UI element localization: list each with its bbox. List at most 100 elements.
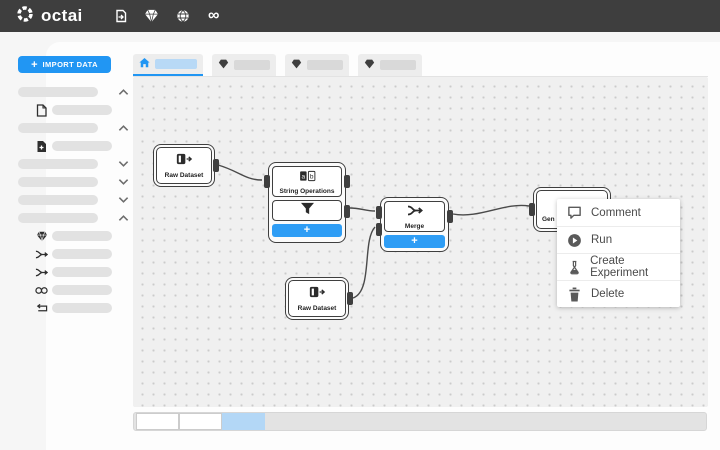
menu-item-label: Run <box>591 234 613 246</box>
sidebar-group-header[interactable] <box>18 155 130 173</box>
output-port[interactable] <box>344 205 350 218</box>
link-icon <box>35 283 48 297</box>
scrollbar-segment[interactable] <box>136 413 179 430</box>
add-operation-button[interactable]: + <box>384 235 445 248</box>
gem-icon <box>291 56 302 74</box>
output-port[interactable] <box>213 159 219 172</box>
skeleton-bar <box>18 87 98 97</box>
skeleton-bar <box>18 177 98 187</box>
skeleton-bar <box>52 267 112 277</box>
chevron-up-icon[interactable] <box>117 86 130 99</box>
skeleton-bar <box>52 249 112 259</box>
brand[interactable]: octai <box>16 5 83 28</box>
skeleton-bar <box>52 231 112 241</box>
chevron-down-icon[interactable] <box>117 176 130 189</box>
node-merge[interactable]: Merge + <box>376 197 453 252</box>
node-body: Raw Dataset <box>156 147 212 184</box>
gem-icon[interactable] <box>144 8 160 24</box>
infinity-icon[interactable]: ∞ <box>207 7 220 24</box>
node-label: Merge <box>404 222 425 230</box>
svg-text:a: a <box>301 173 305 180</box>
context-menu: Comment Run Create Experiment Delete <box>557 199 680 307</box>
merge-icon <box>35 247 48 261</box>
card-merge[interactable]: Merge <box>384 201 445 233</box>
merge-icon <box>406 204 424 222</box>
input-port[interactable] <box>529 203 535 216</box>
chevron-up-icon[interactable] <box>117 212 130 225</box>
skeleton-bar <box>18 195 98 205</box>
output-port[interactable] <box>344 175 350 188</box>
sidebar-group-header[interactable] <box>18 119 130 137</box>
input-port[interactable] <box>376 223 382 236</box>
card-filter[interactable] <box>272 200 342 221</box>
dataset-icon <box>309 285 326 303</box>
sidebar-group-header[interactable] <box>18 209 130 227</box>
gem-icon <box>364 56 375 74</box>
node-raw-dataset-2[interactable]: Raw Dataset <box>285 277 353 320</box>
input-port[interactable] <box>264 175 270 188</box>
comment-icon <box>567 205 582 220</box>
sidebar-item[interactable] <box>18 101 130 119</box>
merge-icon <box>35 265 48 279</box>
node-label: Raw Dataset <box>297 305 337 312</box>
tab-pipeline[interactable] <box>358 54 422 76</box>
navbar-icon-group: ∞ <box>113 8 222 24</box>
chevron-down-icon[interactable] <box>117 158 130 171</box>
scrollbar-segment[interactable] <box>179 413 222 430</box>
skeleton-bar <box>18 123 98 133</box>
menu-item-label: Delete <box>591 288 625 300</box>
skeleton-bar <box>307 60 343 70</box>
tab-pipeline[interactable] <box>212 54 276 76</box>
node-raw-dataset-1[interactable]: Raw Dataset <box>153 144 219 187</box>
home-icon <box>139 55 150 73</box>
skeleton-bar <box>18 159 98 169</box>
sidebar-item[interactable] <box>18 137 130 155</box>
globe-icon[interactable] <box>175 8 191 24</box>
menu-item-run[interactable]: Run <box>557 226 680 253</box>
navbar: octai ∞ <box>0 0 720 32</box>
run-icon <box>567 233 582 248</box>
chevron-down-icon[interactable] <box>117 194 130 207</box>
file-export-icon[interactable] <box>113 8 129 24</box>
skeleton-bar <box>234 60 270 70</box>
document-icon <box>35 103 48 117</box>
plus-icon: + <box>31 58 38 71</box>
sidebar-item[interactable] <box>18 299 130 317</box>
input-port[interactable] <box>376 206 382 219</box>
tab-home[interactable] <box>133 54 203 76</box>
menu-item-label: Comment <box>591 206 641 219</box>
chevron-up-icon[interactable] <box>117 122 130 135</box>
sidebar-item[interactable] <box>18 245 130 263</box>
skeleton-bar <box>155 59 197 69</box>
menu-item-create-experiment[interactable]: Create Experiment <box>557 253 680 280</box>
sidebar-item[interactable] <box>18 281 130 299</box>
horizontal-scrollbar[interactable] <box>133 412 707 431</box>
card-string-operations[interactable]: a b String Operations <box>272 166 342 197</box>
sidebar-item[interactable] <box>18 227 130 245</box>
tab-pipeline[interactable] <box>285 54 349 76</box>
svg-text:b: b <box>309 173 313 180</box>
sidebar-group-header[interactable] <box>18 173 130 191</box>
node-label: String Operations <box>279 187 335 195</box>
node-label: Gen <box>542 216 555 223</box>
output-port[interactable] <box>447 210 453 223</box>
add-operation-button[interactable]: + <box>272 224 342 237</box>
scrollbar-thumb[interactable] <box>222 413 265 430</box>
sidebar-group-header[interactable] <box>18 83 130 101</box>
skeleton-bar <box>52 105 112 115</box>
document-add-icon <box>35 139 48 153</box>
experiment-icon <box>567 260 581 275</box>
import-data-button[interactable]: + IMPORT DATA <box>18 56 111 73</box>
output-port[interactable] <box>347 292 353 305</box>
sidebar-group-header[interactable] <box>18 191 130 209</box>
skeleton-bar <box>18 213 98 223</box>
node-group-string-operations[interactable]: a b String Operations + <box>264 162 350 243</box>
workflow-canvas[interactable]: Raw Dataset a b String Operations <box>133 77 708 407</box>
dataset-icon <box>176 152 193 170</box>
menu-item-comment[interactable]: Comment <box>557 199 680 226</box>
menu-item-delete[interactable]: Delete <box>557 280 680 307</box>
string-operations-icon: a b <box>299 169 316 187</box>
sidebar-item[interactable] <box>18 263 130 281</box>
gem-icon <box>218 56 229 74</box>
